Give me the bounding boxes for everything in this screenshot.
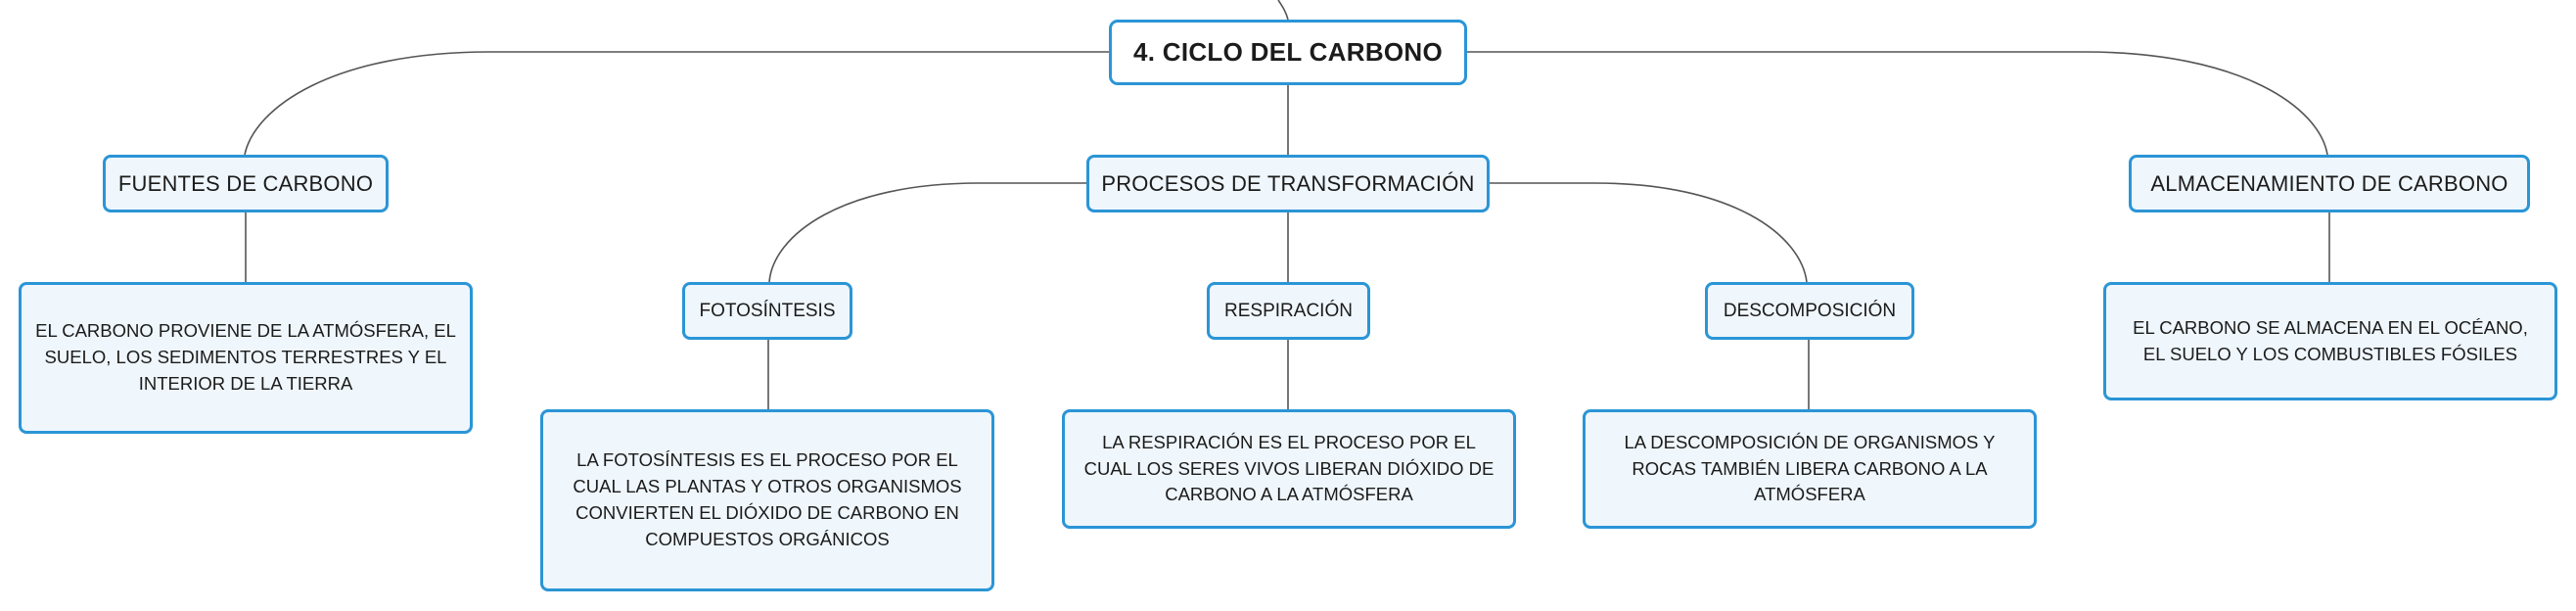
topic-processes-label: PROCESOS DE TRANSFORMACIÓN [1101,170,1475,196]
connector-root-to-sources [244,51,1109,156]
subtopic-respiration-label: RESPIRACIÓN [1224,300,1353,321]
sources-description[interactable]: EL CARBONO PROVIENE DE LA ATMÓSFERA, EL … [19,282,473,434]
respiration-description-text: LA RESPIRACIÓN ES EL PROCESO POR EL CUAL… [1083,431,1495,505]
topic-storage[interactable]: ALMACENAMIENTO DE CARBONO [2129,155,2530,212]
subtopic-photosynthesis[interactable]: FOTOSÍNTESIS [682,282,852,340]
connector-processes-to-photosynthesis [768,182,1086,283]
decomposition-description[interactable]: LA DESCOMPOSICIÓN DE ORGANISMOS Y ROCAS … [1583,409,2037,529]
decomposition-description-text: LA DESCOMPOSICIÓN DE ORGANISMOS Y ROCAS … [1624,431,1996,505]
storage-description[interactable]: EL CARBONO SE ALMACENA EN EL OCÉANO, EL … [2103,282,2557,400]
subtopic-decomposition[interactable]: DESCOMPOSICIÓN [1705,282,1914,340]
subtopic-respiration[interactable]: RESPIRACIÓN [1207,282,1370,340]
connector-parent-to-root [1277,0,1289,21]
photosynthesis-description[interactable]: LA FOTOSÍNTESIS ES EL PROCESO POR EL CUA… [540,409,994,591]
storage-description-text: EL CARBONO SE ALMACENA EN EL OCÉANO, EL … [2133,316,2528,364]
subtopic-decomposition-label: DESCOMPOSICIÓN [1723,300,1897,321]
subtopic-photosynthesis-label: FOTOSÍNTESIS [699,300,836,321]
respiration-description[interactable]: LA RESPIRACIÓN ES EL PROCESO POR EL CUAL… [1062,409,1516,529]
root-topic[interactable]: 4. CICLO DEL CARBONO [1109,20,1467,85]
photosynthesis-description-text: LA FOTOSÍNTESIS ES EL PROCESO POR EL CUA… [573,449,962,549]
topic-sources-label: FUENTES DE CARBONO [117,170,374,196]
root-topic-label: 4. CICLO DEL CARBONO [1132,36,1444,67]
connector-root-to-storage [1466,51,2328,156]
topic-storage-label: ALMACENAMIENTO DE CARBONO [2150,170,2508,196]
topic-processes[interactable]: PROCESOS DE TRANSFORMACIÓN [1086,155,1490,212]
sources-description-text: EL CARBONO PROVIENE DE LA ATMÓSFERA, EL … [35,320,456,394]
topic-sources[interactable]: FUENTES DE CARBONO [103,155,389,212]
connector-processes-to-decomposition [1490,182,1808,283]
